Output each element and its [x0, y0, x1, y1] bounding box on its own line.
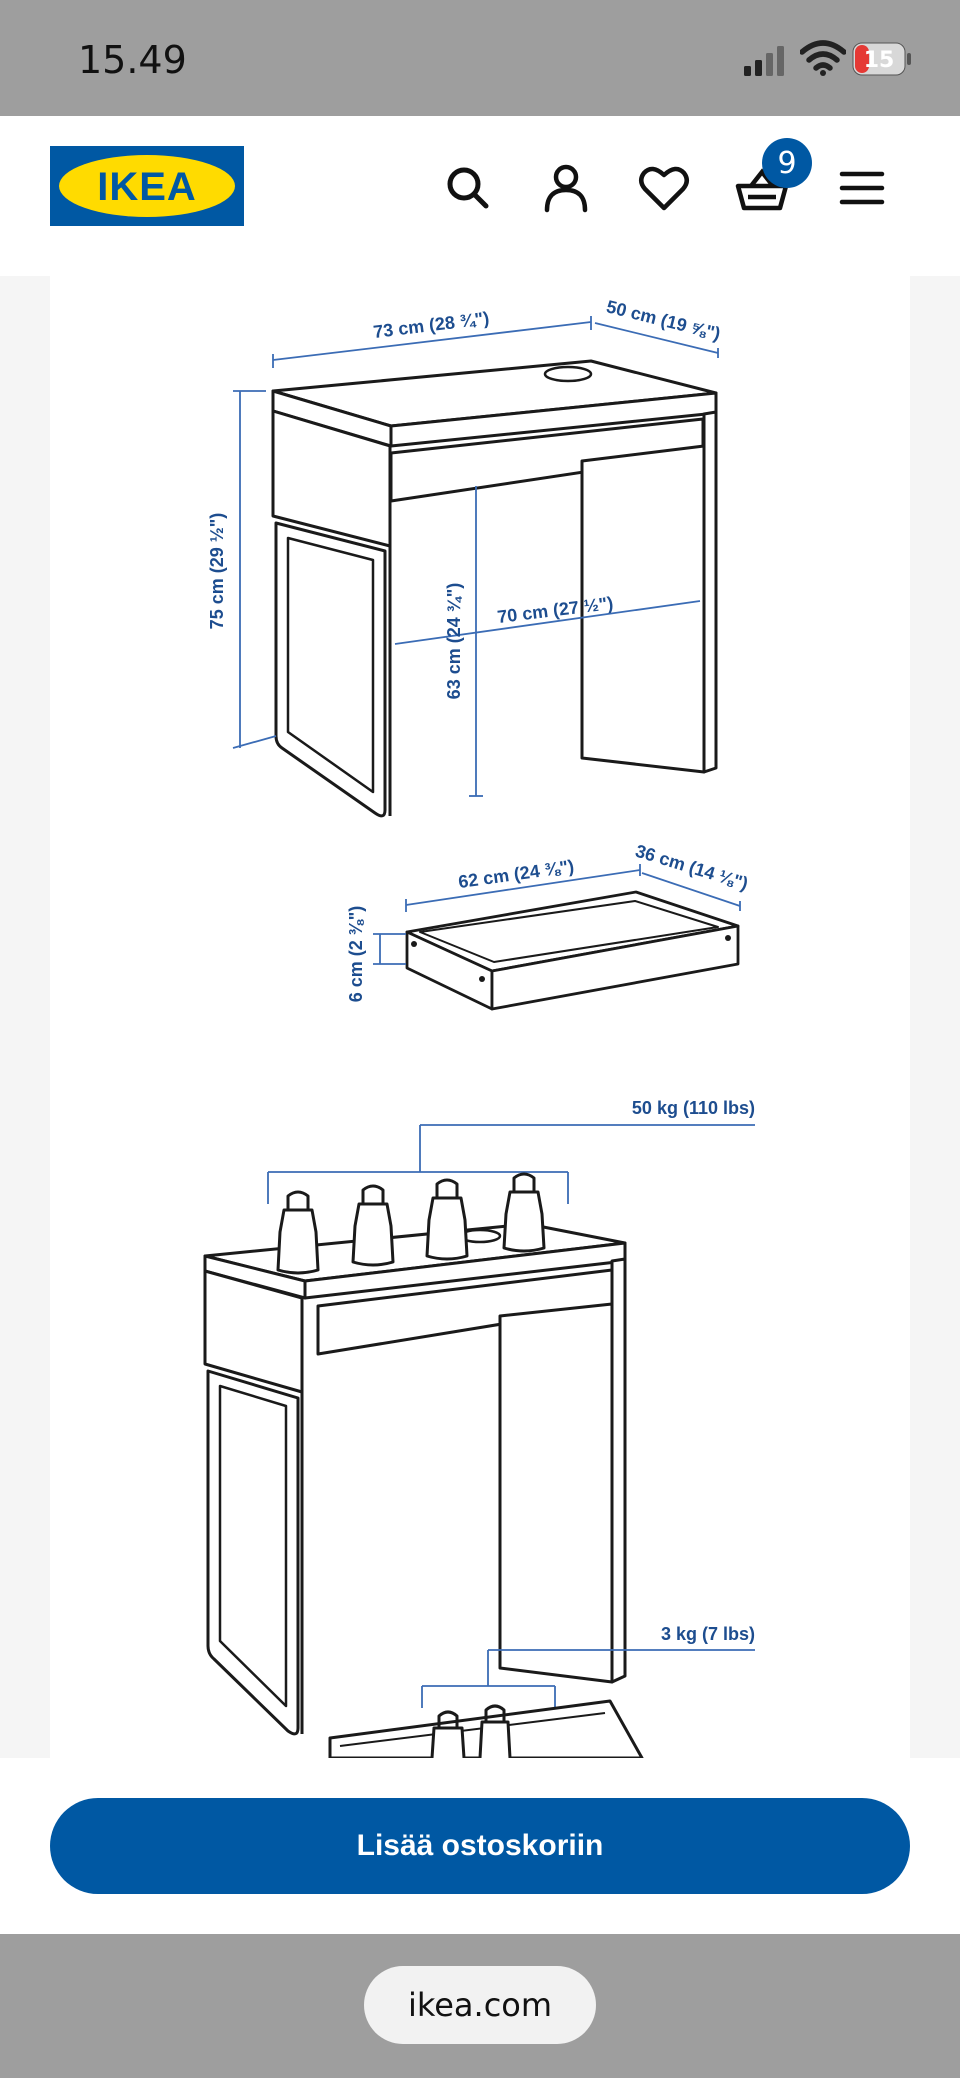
dimension-drawing: 73 cm (28 ¾") 50 cm (19 ⅝") 75 cm (29 ½"… [203, 296, 755, 1758]
drawer-drawing [405, 890, 740, 1011]
url-address-bar[interactable]: ikea.com [364, 1966, 596, 2044]
load-label-lines [267, 1124, 755, 1204]
drawer-with-weights [328, 1699, 644, 1758]
cellular-signal-icon [744, 46, 784, 76]
weights-on-desk [276, 1172, 546, 1275]
logo-text: IKEA [97, 165, 197, 209]
add-to-cart-button[interactable]: Lisää ostoskoriin [50, 1798, 910, 1894]
drawer-height-label: 6 cm (2 ⅜") [346, 906, 366, 1003]
desk-height-label: 75 cm (29 ½") [207, 513, 227, 630]
browser-bottom-bar: ikea.com [0, 1934, 960, 2078]
drawer-dimension-lines [373, 864, 741, 965]
product-dimension-image[interactable]: 73 cm (28 ¾") 50 cm (19 ⅝") 75 cm (29 ½"… [50, 276, 910, 1758]
menu-hamburger-icon[interactable] [834, 160, 890, 216]
drawer-load-lines [421, 1649, 755, 1708]
ikea-logo[interactable]: IKEA [50, 146, 244, 226]
search-icon[interactable] [440, 160, 496, 216]
desk-dimension-drawing [271, 359, 718, 818]
top-load-label: 50 kg (110 lbs) [632, 1098, 755, 1118]
drawer-width-label: 62 cm (24 ⅜") [457, 856, 575, 892]
cart-count-badge: 9 [762, 138, 812, 188]
wifi-icon [800, 40, 846, 76]
product-image-gallery[interactable]: 73 cm (28 ¾") 50 cm (19 ⅝") 75 cm (29 ½"… [0, 276, 960, 1758]
battery-level: 15 [864, 48, 895, 73]
favourites-heart-icon[interactable] [636, 160, 692, 216]
desk-depth-label: 50 cm (19 ⅝") [604, 296, 722, 344]
status-time: 15.49 [78, 38, 187, 82]
battery-icon: 15 [852, 42, 911, 76]
drawer-load-label: 3 kg (7 lbs) [661, 1624, 755, 1644]
drawer-depth-label: 36 cm (14 ⅛") [633, 841, 750, 894]
desk-load-drawing [203, 1222, 627, 1736]
status-bar: 15.49 15 [0, 0, 960, 116]
knee-height-label: 63 cm (24 ¾") [444, 583, 464, 700]
desk-dimension-lines [232, 316, 719, 797]
site-header: IKEA 9 [0, 116, 960, 276]
bottom-action-bar: Lisää ostoskoriin [0, 1758, 960, 1934]
user-account-icon[interactable] [538, 160, 594, 216]
